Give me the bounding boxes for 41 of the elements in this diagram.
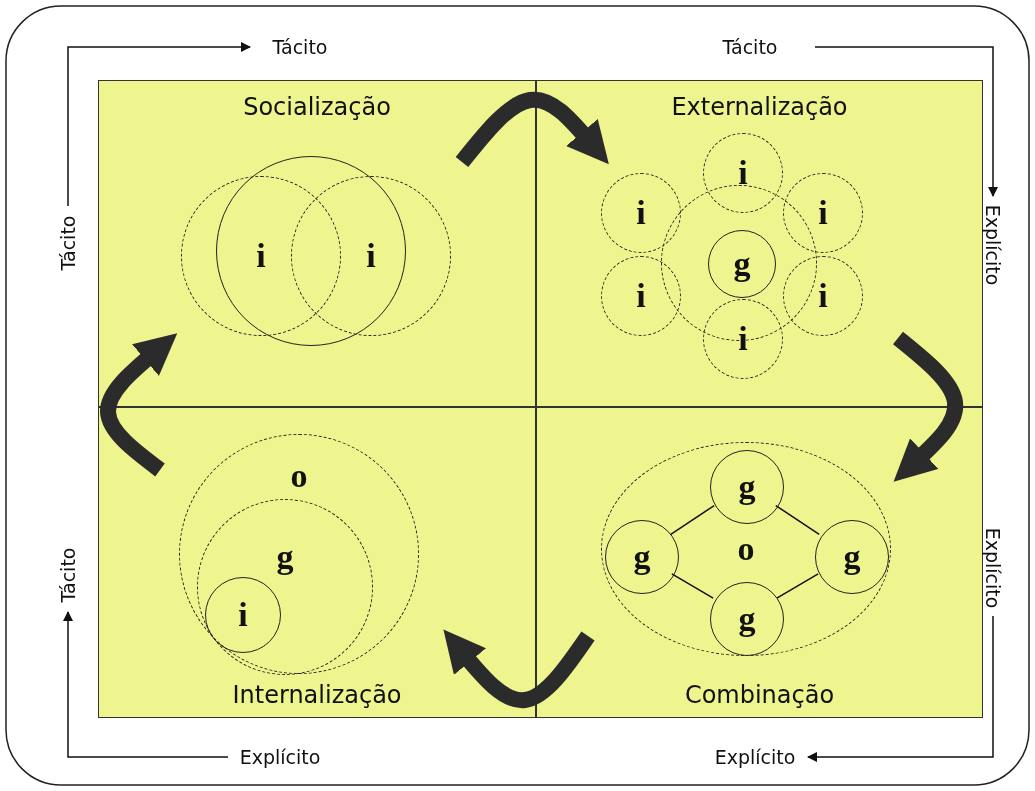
- connector-line: [776, 573, 819, 599]
- quadrant-panel: [98, 80, 536, 407]
- axis-label: Tácito: [57, 215, 79, 271]
- node-letter: g: [738, 602, 756, 636]
- arrow: [814, 46, 999, 198]
- node-letter: g: [733, 247, 751, 281]
- node-letter: i: [256, 239, 266, 273]
- quadrant-title: Socialização: [242, 93, 392, 121]
- node-letter: i: [818, 196, 828, 230]
- arrow: [62, 610, 229, 758]
- quadrant-title: Combinação: [683, 681, 836, 709]
- node-letter: i: [738, 156, 748, 190]
- node-letter: i: [818, 279, 828, 313]
- axis-label: Explícito: [714, 746, 796, 768]
- quadrant-title: Externalização: [670, 93, 849, 121]
- quadrant-panel: [98, 407, 536, 718]
- node-letter: g: [633, 540, 651, 574]
- node-letter: g: [276, 540, 294, 574]
- axis-label: Tácito: [57, 547, 79, 603]
- node-letter: o: [290, 459, 308, 493]
- connector-line: [775, 504, 820, 536]
- quadrant-panel: [536, 80, 983, 407]
- node-letter: i: [738, 322, 748, 356]
- node-letter: i: [366, 239, 376, 273]
- axis-label: Explícito: [982, 527, 1004, 609]
- axis-label: Explícito: [982, 204, 1004, 286]
- arrow: [67, 41, 252, 207]
- quadrant-title: Internalização: [231, 681, 403, 709]
- connector-line: [670, 504, 715, 536]
- quadrant-panel: [536, 407, 983, 718]
- node-letter: o: [737, 532, 755, 566]
- axis-label: Tácito: [722, 36, 778, 58]
- arrow: [806, 615, 994, 763]
- connector-line: [671, 573, 714, 599]
- axis-label: Tácito: [272, 36, 328, 58]
- node-letter: i: [238, 598, 248, 632]
- node-letter: i: [636, 279, 646, 313]
- node-letter: i: [636, 196, 646, 230]
- node-letter: g: [843, 540, 861, 574]
- axis-label: Explícito: [239, 746, 321, 768]
- node-letter: g: [738, 470, 756, 504]
